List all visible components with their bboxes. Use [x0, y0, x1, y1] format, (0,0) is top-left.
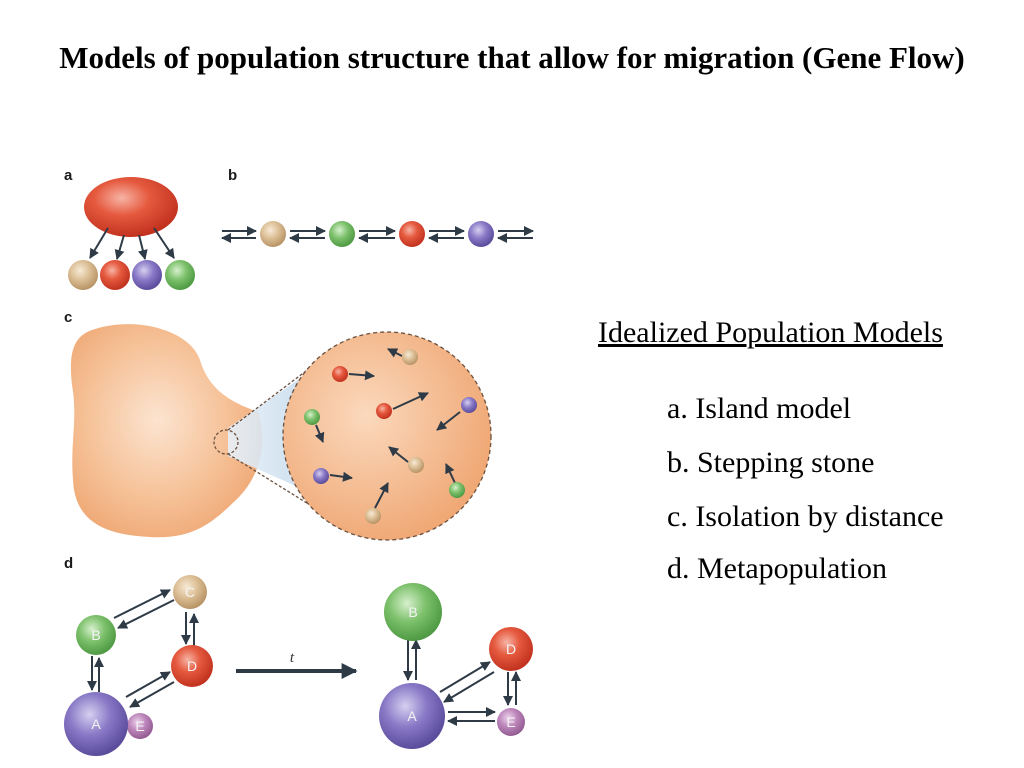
- stone-green: [329, 221, 355, 247]
- patch-A-after: [379, 683, 445, 749]
- models-heading: Idealized Population Models: [598, 316, 943, 349]
- island-red: [100, 260, 130, 290]
- model-item-island: a. Island model: [667, 392, 852, 425]
- island-migration-arrows: [89, 227, 175, 260]
- slide-title: Models of population structure that allo…: [59, 40, 965, 75]
- patch-label-C-before: C: [185, 584, 195, 600]
- island-model-panel: [68, 177, 195, 290]
- continuous-population-blob: [70, 324, 263, 538]
- individual-purple-2: [313, 468, 329, 484]
- patch-E-before: [127, 713, 153, 739]
- stone-tan: [260, 221, 286, 247]
- patch-label-A-before: A: [91, 716, 101, 732]
- zoomed-population-circle: [282, 331, 492, 541]
- metapop-after-arrows: [403, 639, 521, 726]
- stone-red: [399, 221, 425, 247]
- isolation-by-distance-panel: [70, 324, 492, 541]
- island-green: [165, 260, 195, 290]
- island-tan: [68, 260, 98, 290]
- individual-green-2: [449, 482, 465, 498]
- patch-label-B-after: B: [408, 604, 417, 620]
- stepping-stone-panel: [221, 221, 534, 247]
- patch-label-B-before: B: [91, 627, 100, 643]
- patch-B-before: [76, 615, 116, 655]
- dispersal-arrows: [314, 348, 461, 509]
- individual-tan-3: [365, 508, 381, 524]
- mainland-population: [84, 177, 178, 237]
- individual-tan-2: [408, 457, 424, 473]
- individual-green-1: [304, 409, 320, 425]
- panel-letter-d: d: [64, 555, 73, 572]
- panel-letter-c: c: [64, 309, 72, 326]
- patch-label-E-after: E: [506, 714, 515, 730]
- stepping-stone-arrows: [221, 226, 534, 243]
- patch-B-after: [384, 583, 442, 641]
- patch-label-A-after: A: [407, 708, 417, 724]
- time-label: t: [290, 650, 295, 666]
- model-item-isolation-by-distance: c. Isolation by distance: [667, 500, 944, 533]
- panel-letter-a: a: [64, 167, 73, 184]
- zoom-region-marker: [213, 429, 239, 455]
- patch-E-after: [497, 708, 525, 736]
- patch-D-after: [489, 627, 533, 671]
- population-models-figure: a b c d: [64, 167, 534, 756]
- individual-red-1: [332, 366, 348, 382]
- island-purple: [132, 260, 162, 290]
- panel-letter-b: b: [228, 167, 237, 184]
- individual-purple-1: [461, 397, 477, 413]
- patch-C-before: [173, 575, 207, 609]
- patch-label-D-after: D: [506, 641, 516, 657]
- patch-A-before: [64, 692, 128, 756]
- stone-purple: [468, 221, 494, 247]
- individual-tan-1: [402, 349, 418, 365]
- patch-label-D-before: D: [187, 658, 197, 674]
- model-item-stepping-stone: b. Stepping stone: [667, 446, 875, 479]
- patch-label-E-before: E: [135, 718, 144, 734]
- individual-red-2: [376, 403, 392, 419]
- patch-D-before: [171, 645, 213, 687]
- metapopulation-panel: E B C D A t B D A E: [64, 575, 533, 756]
- metapop-before-arrows: [87, 589, 199, 708]
- zoom-cone: [228, 375, 305, 490]
- model-item-metapopulation: d. Metapopulation: [667, 552, 887, 585]
